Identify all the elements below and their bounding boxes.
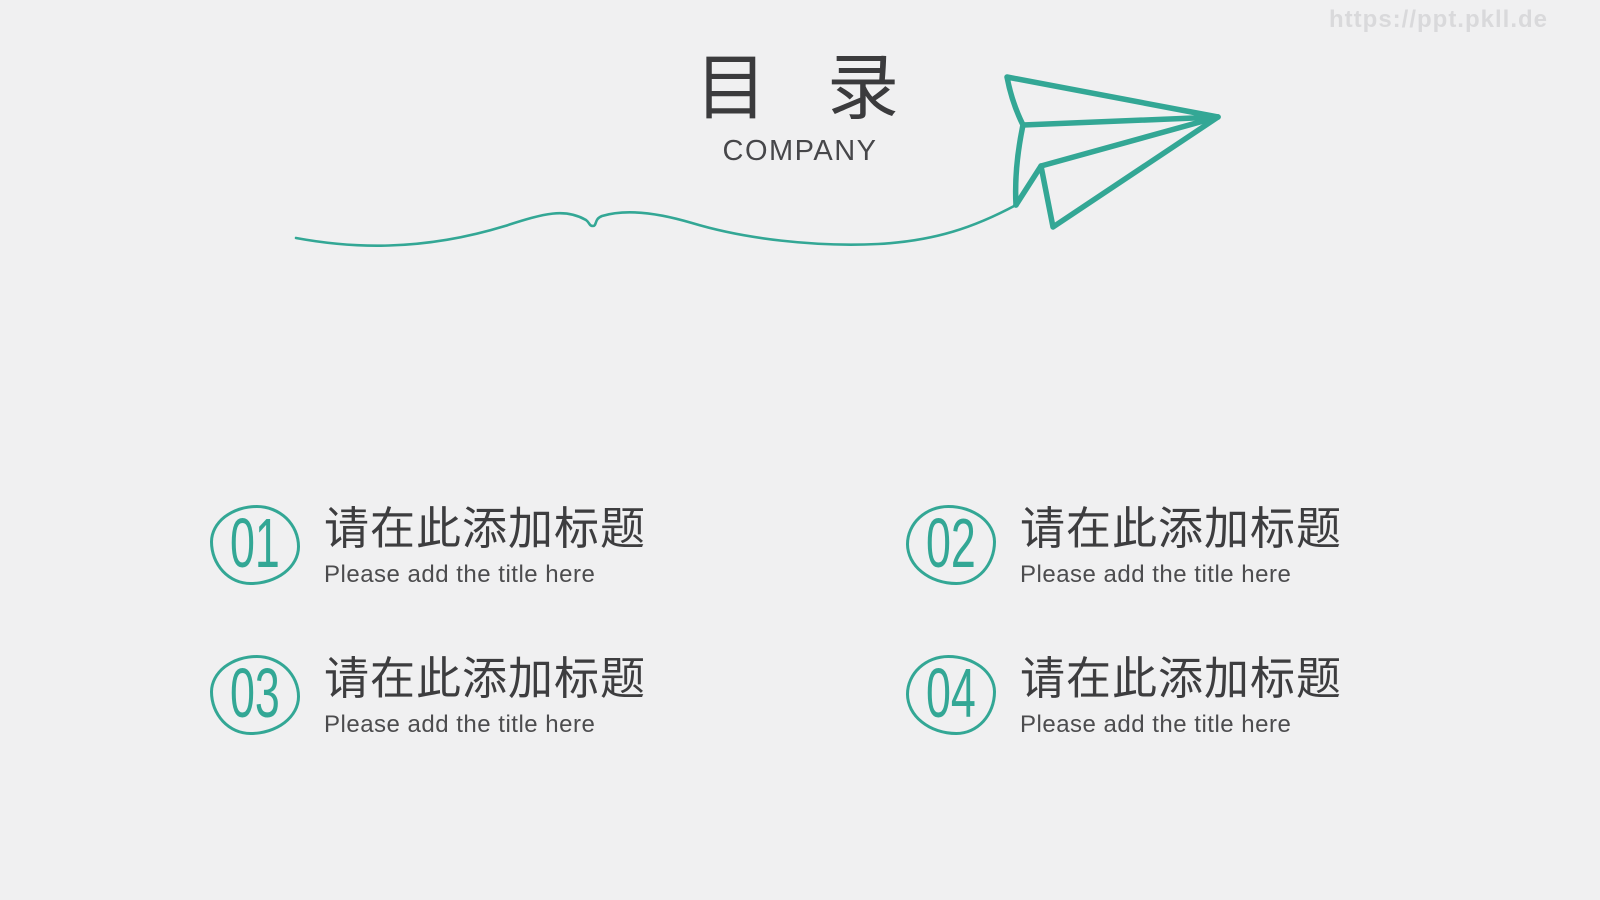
item-02-number: 02 xyxy=(926,504,976,582)
paper-plane-icon xyxy=(294,74,1221,247)
item-02-number-circle: 02 xyxy=(906,505,996,585)
item-02-subtitle: Please add the title here xyxy=(1020,560,1292,588)
item-03-number-circle: 03 xyxy=(210,655,300,735)
toc-item-03: 03 请在此添加标题 Please add the title here xyxy=(210,653,647,739)
item-01-subtitle: Please add the title here xyxy=(324,560,596,588)
page-title: 目 录 xyxy=(694,49,905,129)
item-04-text: 请在此添加标题 Please add the title here xyxy=(1020,653,1343,739)
item-04-title: 请在此添加标题 xyxy=(1020,653,1343,704)
item-03-title: 请在此添加标题 xyxy=(324,653,647,704)
item-03-subtitle: Please add the title here xyxy=(324,710,596,738)
flight-trail-line xyxy=(294,203,1018,247)
watermark-url: https://ppt.pkll.de xyxy=(1329,6,1548,33)
toc-item-04: 04 请在此添加标题 Please add the title here xyxy=(906,653,1343,739)
item-04-number: 04 xyxy=(926,654,976,732)
item-02-text: 请在此添加标题 Please add the title here xyxy=(1020,503,1343,589)
item-03-number: 03 xyxy=(230,654,280,732)
toc-item-01: 01 请在此添加标题 Please add the title here xyxy=(210,503,647,589)
paper-plane-keel xyxy=(1038,114,1221,230)
item-01-text: 请在此添加标题 Please add the title here xyxy=(324,503,647,589)
item-03-text: 请在此添加标题 Please add the title here xyxy=(324,653,647,739)
page-subtitle: COMPANY xyxy=(722,135,878,168)
item-01-number-circle: 01 xyxy=(210,505,300,585)
item-04-number-circle: 04 xyxy=(906,655,996,735)
item-01-title: 请在此添加标题 xyxy=(324,503,647,554)
slide-header: 目 录 COMPANY xyxy=(0,49,1600,168)
item-04-subtitle: Please add the title here xyxy=(1020,710,1292,738)
item-01-number: 01 xyxy=(230,504,280,582)
paper-plane-body-fold xyxy=(1012,122,1026,208)
item-02-title: 请在此添加标题 xyxy=(1020,503,1343,554)
toc-item-02: 02 请在此添加标题 Please add the title here xyxy=(906,503,1343,589)
paper-plane-top-wing xyxy=(1004,74,1221,128)
